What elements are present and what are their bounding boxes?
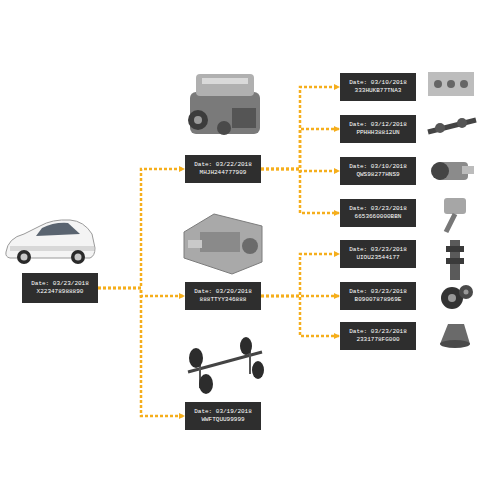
record-date: Date: 03/22/2018	[194, 161, 252, 169]
record-box: Date: 03/12/2018PPHHH38812UN	[340, 115, 416, 143]
record-date: Date: 03/23/2018	[349, 205, 407, 213]
record-id: X223478988890	[37, 288, 84, 296]
record-date: Date: 03/23/2018	[31, 280, 89, 288]
record-date: Date: 03/10/2018	[349, 79, 407, 87]
record-date: Date: 03/23/2018	[349, 246, 407, 254]
engine-illustration	[188, 74, 260, 135]
dashed-connector	[261, 169, 339, 171]
record-id: WWFTQUU99999	[201, 416, 244, 424]
record-date: Date: 03/12/2018	[349, 121, 407, 129]
record-id: PPHHH38812UN	[356, 129, 399, 137]
record-box: Date: 03/23/2018B09007878969E	[340, 282, 416, 310]
record-box: Date: 03/23/20182331778FG000	[340, 322, 416, 350]
car-illustration	[6, 220, 95, 264]
record-box: Date: 03/22/2018MHJH244777909	[185, 155, 261, 183]
part-icons	[428, 72, 476, 348]
record-date: Date: 03/23/2018	[349, 288, 407, 296]
record-date: Date: 03/19/2018	[194, 408, 252, 416]
dashed-connector	[261, 129, 339, 169]
dashed-connector	[261, 254, 339, 296]
record-box: Date: 03/23/2018UIOU23544177	[340, 240, 416, 268]
dashed-connector	[98, 288, 184, 296]
dashed-connector	[261, 169, 339, 213]
transmission-illustration	[184, 214, 262, 274]
record-id: 6653660000BBN	[355, 213, 402, 221]
record-id: 888TTYY346888	[200, 296, 247, 304]
dashed-connector	[261, 295, 339, 298]
record-box: Date: 03/10/2018333HUKB77TNA3	[340, 73, 416, 101]
record-id: UIOU23544177	[356, 254, 399, 262]
record-date: Date: 03/20/2018	[194, 288, 252, 296]
record-id: MHJH244777909	[200, 169, 247, 177]
dashed-connector	[98, 169, 184, 288]
record-box: Date: 03/23/2018X223478988890	[22, 273, 98, 303]
record-box: Date: 03/20/2018888TTYY346888	[185, 282, 261, 310]
dashed-connector	[261, 87, 339, 169]
record-box: Date: 03/19/2018WWFTQUU99999	[185, 402, 261, 430]
record-id: 333HUKB77TNA3	[355, 87, 402, 95]
record-box: Date: 03/23/20186653660000BBN	[340, 199, 416, 227]
record-id: B09007878969E	[355, 296, 402, 304]
dashed-connector	[261, 296, 339, 336]
record-date: Date: 03/23/2018	[349, 328, 407, 336]
record-box: Date: 03/10/2018QWS98277HNS9	[340, 157, 416, 185]
record-id: 2331778FG000	[356, 336, 399, 344]
record-id: QWS98277HNS9	[356, 171, 399, 179]
dashed-connector	[98, 288, 184, 416]
record-date: Date: 03/10/2018	[349, 163, 407, 171]
chassis-illustration	[188, 337, 264, 394]
